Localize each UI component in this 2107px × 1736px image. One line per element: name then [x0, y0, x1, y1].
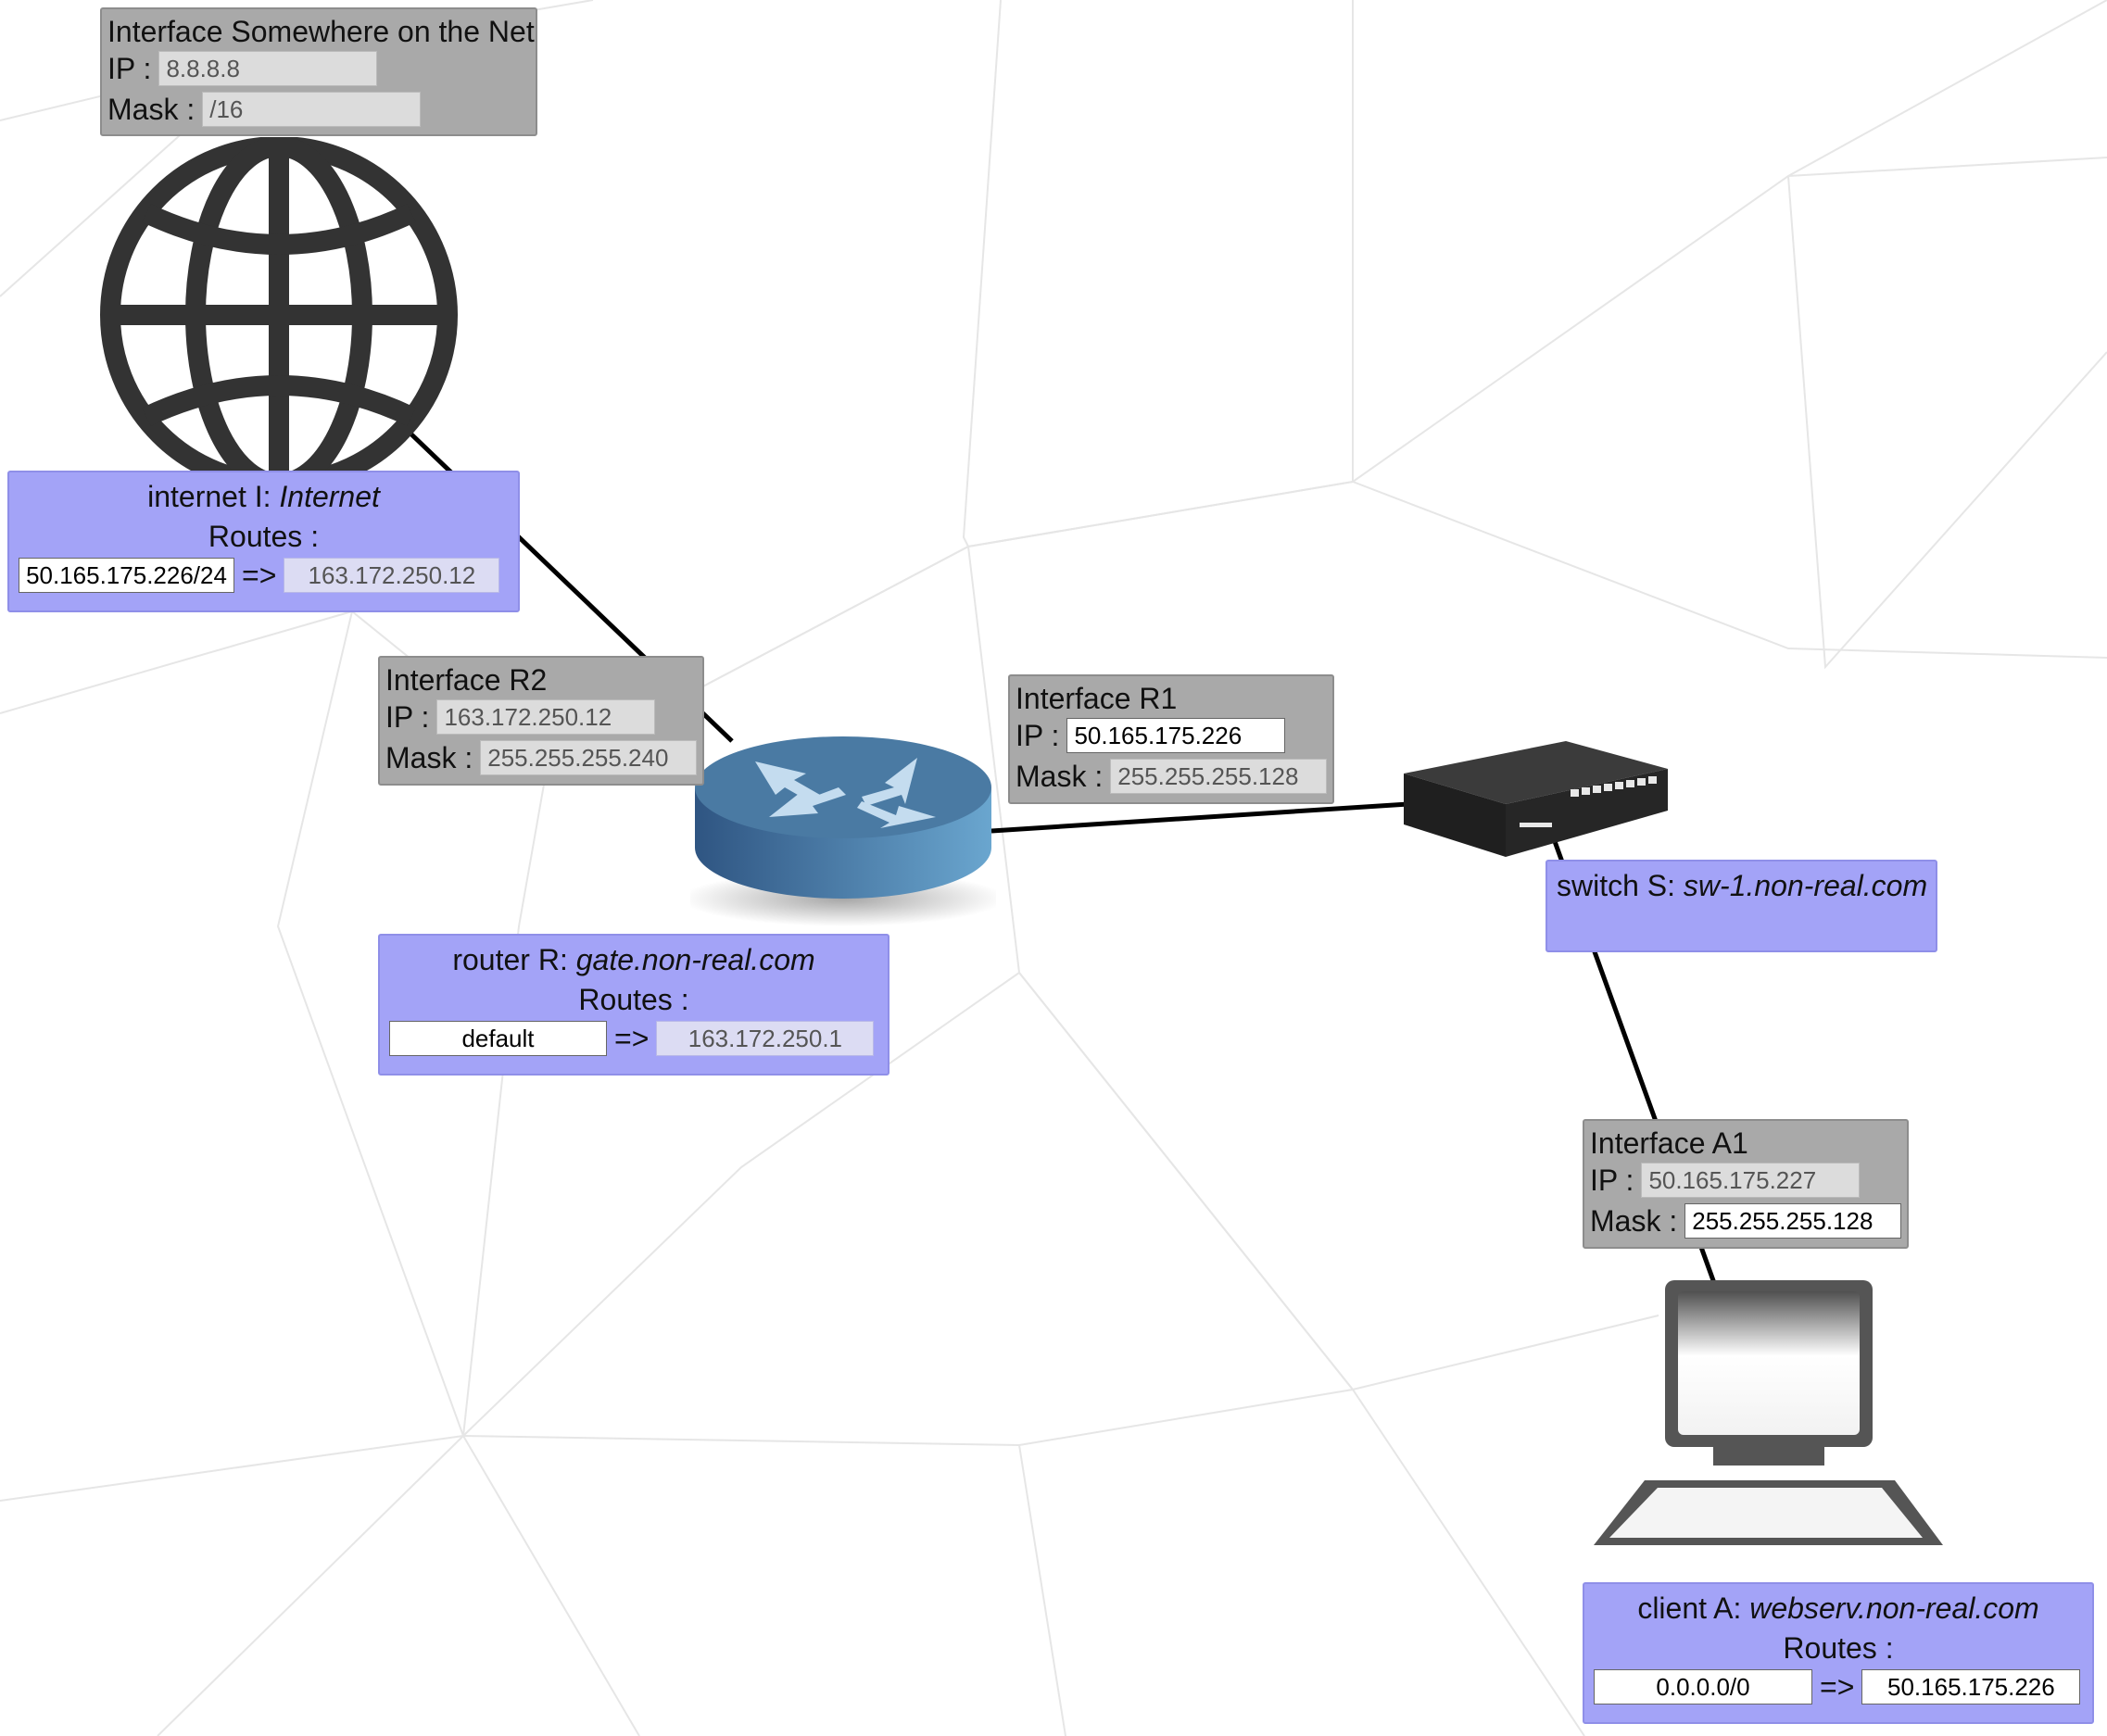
ip-field[interactable]: 163.172.250.12	[436, 699, 656, 735]
node-title: router R: gate.non-real.com	[380, 939, 888, 980]
routes-label: Routes :	[1783, 1631, 1894, 1665]
interface-title: Interface R1	[1016, 682, 1178, 715]
computer-icon[interactable]	[1589, 1278, 1950, 1547]
mask-label: Mask :	[1590, 1204, 1678, 1238]
ip-label: IP :	[385, 700, 430, 734]
node-name: sw-1.non-real.com	[1683, 869, 1928, 902]
route-gateway-field[interactable]: 163.172.250.12	[284, 558, 500, 593]
ip-label: IP :	[107, 52, 152, 85]
client-node-panel: client A: webserv.non-real.com Routes : …	[1583, 1582, 2094, 1724]
mask-field[interactable]: 255.255.255.128	[1684, 1203, 1901, 1239]
route-arrow: =>	[242, 558, 277, 592]
interface-r2-panel: Interface R2 IP : 163.172.250.12 Mask : …	[378, 656, 704, 786]
link-router-switch	[990, 801, 1409, 834]
node-title: internet I: Internet	[9, 476, 518, 517]
node-kind: internet I:	[147, 480, 271, 513]
node-kind: switch S:	[1557, 869, 1676, 902]
route-row: 50.165.175.226/24 => 163.172.250.12	[9, 558, 518, 593]
route-row: default => 163.172.250.1	[380, 1021, 888, 1056]
route-destination-field[interactable]: 50.165.175.226/24	[19, 558, 234, 593]
switch-node-panel: switch S: sw-1.non-real.com	[1546, 860, 1937, 952]
node-name: webserv.non-real.com	[1749, 1591, 2039, 1625]
interface-a1-panel: Interface A1 IP : 50.165.175.227 Mask : …	[1583, 1119, 1909, 1249]
interface-title: Interface A1	[1590, 1126, 1748, 1160]
route-arrow: =>	[1820, 1669, 1855, 1704]
node-name: Internet	[279, 480, 380, 513]
router-node-panel: router R: gate.non-real.com Routes : def…	[378, 934, 889, 1076]
mask-label: Mask :	[385, 741, 473, 774]
node-kind: router R:	[452, 943, 568, 976]
interface-r1-panel: Interface R1 IP : 50.165.175.226 Mask : …	[1008, 674, 1334, 804]
ip-field[interactable]: 50.165.175.227	[1641, 1163, 1861, 1198]
mask-field[interactable]: 255.255.255.128	[1110, 759, 1327, 794]
route-destination-field[interactable]: 0.0.0.0/0	[1594, 1669, 1812, 1705]
ip-label: IP :	[1590, 1164, 1634, 1197]
node-title: switch S: sw-1.non-real.com	[1557, 865, 1936, 906]
node-kind: client A:	[1637, 1591, 1742, 1625]
interface-internet-panel: Interface Somewhere on the Net IP : 8.8.…	[100, 7, 537, 136]
mask-field[interactable]: 255.255.255.240	[480, 740, 697, 775]
interface-title: Interface Somewhere on the Net	[107, 15, 535, 48]
route-arrow: =>	[614, 1021, 650, 1055]
route-destination-field[interactable]: default	[389, 1021, 607, 1056]
ip-label: IP :	[1016, 719, 1060, 752]
interface-title: Interface R2	[385, 663, 548, 697]
routes-label: Routes :	[208, 520, 320, 553]
internet-node-panel: internet I: Internet Routes : 50.165.175…	[7, 471, 520, 612]
routes-label: Routes :	[578, 983, 689, 1016]
mask-label: Mask :	[1016, 760, 1104, 793]
switch-icon[interactable]	[1404, 741, 1668, 862]
mask-field[interactable]: /16	[202, 92, 422, 127]
route-gateway-field[interactable]: 50.165.175.226	[1861, 1669, 2081, 1705]
node-title: client A: webserv.non-real.com	[1584, 1588, 2092, 1629]
mask-label: Mask :	[107, 93, 196, 126]
ip-field[interactable]: 50.165.175.226	[1066, 718, 1286, 753]
node-name: gate.non-real.com	[575, 943, 815, 976]
ip-field[interactable]: 8.8.8.8	[158, 51, 378, 86]
route-row: 0.0.0.0/0 => 50.165.175.226	[1584, 1669, 2092, 1705]
globe-icon[interactable]	[100, 137, 461, 498]
router-icon[interactable]	[690, 713, 996, 926]
route-gateway-field[interactable]: 163.172.250.1	[656, 1021, 875, 1056]
